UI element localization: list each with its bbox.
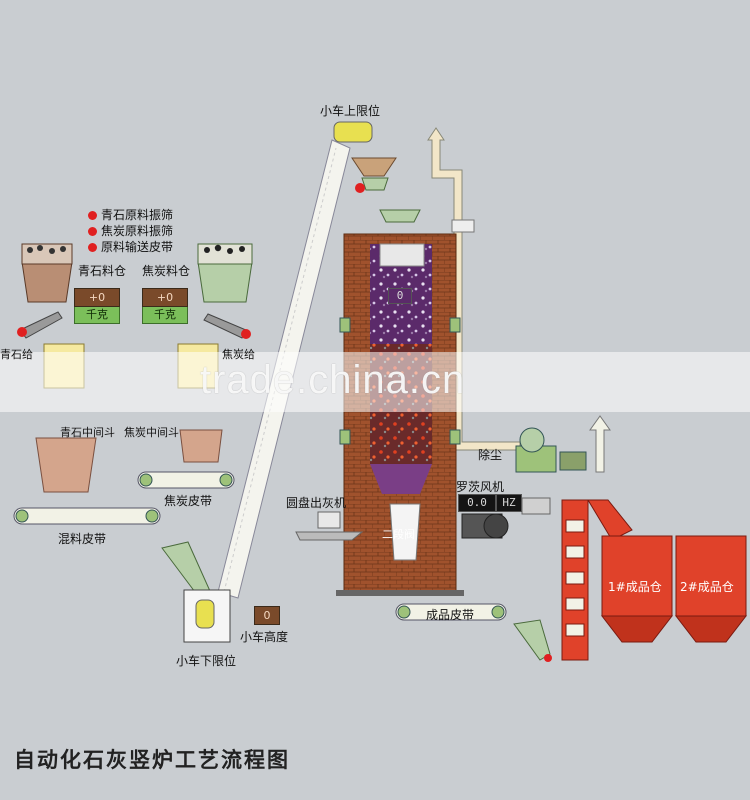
silo-1 [600, 535, 674, 643]
mixing-belt [13, 507, 161, 525]
coke-vibrating-screen [203, 313, 251, 339]
label-dust-removal: 除尘 [478, 448, 503, 462]
watermark-band [0, 352, 750, 412]
label-stone-mid-hopper: 青石中间斗 [60, 426, 115, 439]
roots-blower [461, 497, 551, 539]
legend-item-feed-belt: 原料输送皮带 [88, 238, 173, 255]
stone-weight-unit: 千克 [74, 307, 120, 324]
label-silo-2: 2#成品仓 [680, 580, 734, 594]
label-stone-feeder: 青石给 [0, 348, 33, 361]
blower-freq-unit: HZ [496, 494, 522, 512]
kiln-readout: 0 [388, 288, 412, 304]
indicator-dot-icon [88, 211, 97, 220]
label-secondary-valve: 二段阀 [382, 528, 415, 541]
label-product-belt: 成品皮带 [426, 608, 475, 622]
coke-weight-unit: 千克 [142, 307, 188, 324]
skip-cart-lower [183, 589, 231, 643]
cart-height-value: 0 [254, 606, 280, 625]
dust-collector [515, 415, 611, 473]
stone-bin [21, 243, 73, 303]
skip-cart-upper [333, 121, 373, 143]
label-coke-mid-hopper: 焦炭中间斗 [124, 426, 179, 439]
product-belt [395, 603, 507, 621]
indicator-dot-icon [88, 227, 97, 236]
stone-mid-hopper [35, 437, 97, 493]
coke-bin [197, 243, 253, 303]
silo-2 [674, 535, 748, 643]
exhaust-duct [427, 127, 521, 451]
coke-weight-value: +0 [142, 288, 188, 307]
disc-ash-discharger [295, 511, 364, 541]
coke-belt [137, 471, 235, 489]
coke-weight-readout: +0 千克 [142, 288, 188, 324]
label-coke-feeder: 焦炭给 [222, 348, 255, 361]
diagram-title: 自动化石灰竖炉工艺流程图 [14, 748, 290, 772]
label-silo-1: 1#成品仓 [608, 580, 662, 594]
label-roots-blower: 罗茨风机 [456, 480, 505, 494]
label-cart-lower-limit: 小车下限位 [176, 654, 237, 668]
label-stone-bin: 青石料仓 [78, 264, 127, 278]
top-hopper [351, 157, 397, 193]
label-cart-upper-limit: 小车上限位 [320, 104, 381, 118]
label-mixing-belt: 混料皮带 [58, 532, 107, 546]
label-coke-belt: 焦炭皮带 [164, 494, 213, 508]
legend-item-coke-screen: 焦炭原料振筛 [88, 222, 173, 239]
legend-item-stone-screen: 青石原料振筛 [88, 206, 173, 223]
watermark: trade.china.cn [200, 358, 466, 402]
cart-height-readout: 0 [254, 606, 280, 625]
stone-vibrating-screen [17, 311, 63, 339]
label-disc-ash-discharger: 圆盘出灰机 [286, 496, 347, 510]
label-cart-height: 小车高度 [240, 630, 289, 644]
coke-mid-hopper [179, 429, 223, 463]
stone-weight-readout: +0 千克 [74, 288, 120, 324]
bucket-elevator [513, 499, 633, 662]
blower-freq-value: 0.0 [458, 494, 496, 512]
indicator-dot-icon [88, 243, 97, 252]
label-coke-bin: 焦炭料仓 [142, 264, 191, 278]
stone-weight-value: +0 [74, 288, 120, 307]
